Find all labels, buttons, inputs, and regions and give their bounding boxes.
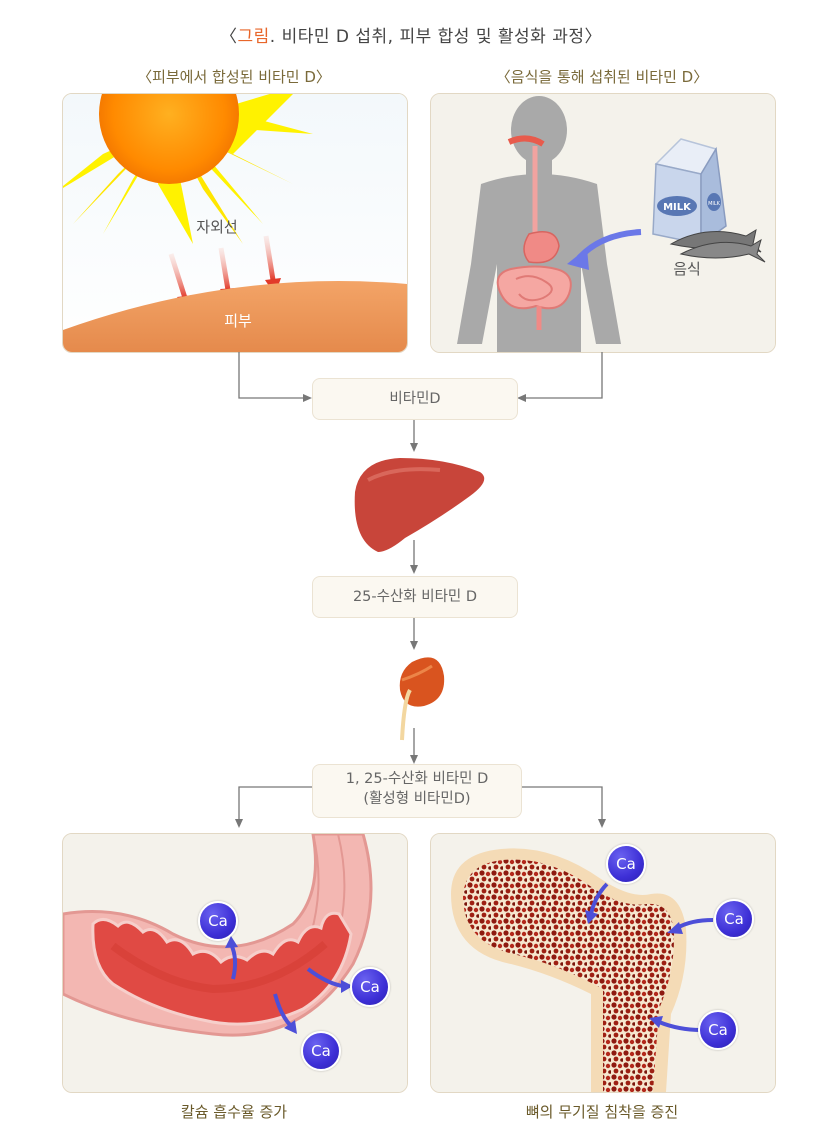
skin-surface xyxy=(63,281,407,352)
active-vitamin-d-box: 1, 25-수산화 비타민 D (활성형 비타민D) xyxy=(312,764,522,818)
title-bracket-open: 〈 xyxy=(219,27,238,47)
active-vitamin-d-line1: 1, 25-수산화 비타민 D xyxy=(345,771,489,787)
digestion-illustration: MILK MILK 음식 xyxy=(431,94,775,352)
kidney-icon xyxy=(399,657,445,741)
calcium-badge: Ca xyxy=(198,901,238,941)
title-text: . 비타민 D 섭취, 피부 합성 및 활성화 과정 xyxy=(269,27,585,47)
liver-icon xyxy=(354,458,485,552)
calcium-label: Ca xyxy=(360,978,380,996)
figure-title: 〈그림. 비타민 D 섭취, 피부 합성 및 활성화 과정〉 xyxy=(0,22,822,47)
food-label: 음식 xyxy=(673,260,701,278)
skin-synthesis-panel: 자외선 피부 xyxy=(62,93,408,353)
calcium-badge: Ca xyxy=(606,844,646,884)
calcium-label: Ca xyxy=(708,1021,728,1039)
milk-carton-icon: MILK MILK xyxy=(652,138,727,246)
calcium-label: Ca xyxy=(311,1042,331,1060)
bone-caption: 뼈의 무기질 침착을 증진 xyxy=(525,1103,679,1121)
right-section-title: 〈음식을 통해 섭취된 비타민 D〉 xyxy=(495,68,709,86)
digestive-tract xyxy=(496,135,572,330)
spongy-bone xyxy=(463,859,675,1092)
calcium-label: Ca xyxy=(208,912,228,930)
intestine-illustration xyxy=(63,834,407,1092)
left-section-title: 〈피부에서 합성된 비타민 D〉 xyxy=(137,68,331,86)
intestine-panel xyxy=(62,833,408,1093)
sun-icon xyxy=(63,94,313,244)
milk-side-label: MILK xyxy=(708,201,721,207)
bone-panel xyxy=(430,833,776,1093)
uv-label: 자외선 xyxy=(196,218,237,236)
skin-label: 피부 xyxy=(224,312,252,330)
calcium-badge: Ca xyxy=(301,1031,341,1071)
sun-skin-illustration: 자외선 피부 xyxy=(63,94,407,352)
hydroxy-25-box: 25-수산화 비타민 D xyxy=(312,576,518,618)
bone-illustration xyxy=(431,834,775,1092)
title-highlight: 그림 xyxy=(237,27,270,47)
milk-label: MILK xyxy=(663,202,692,213)
intestine-caption: 칼슘 흡수율 증가 xyxy=(180,1103,288,1121)
calcium-badge: Ca xyxy=(714,899,754,939)
calcium-label: Ca xyxy=(724,910,744,928)
calcium-badge: Ca xyxy=(350,967,390,1007)
vitamin-d-box: 비타민D xyxy=(312,378,518,420)
title-bracket-close: 〉 xyxy=(584,27,602,47)
food-arrow-head xyxy=(567,248,589,270)
calcium-badge: Ca xyxy=(698,1010,738,1050)
calcium-label: Ca xyxy=(616,855,636,873)
active-vitamin-d-line2: (활성형 비타민D) xyxy=(363,791,471,807)
fish-icon xyxy=(669,228,766,263)
food-intake-panel: MILK MILK 음식 xyxy=(430,93,776,353)
